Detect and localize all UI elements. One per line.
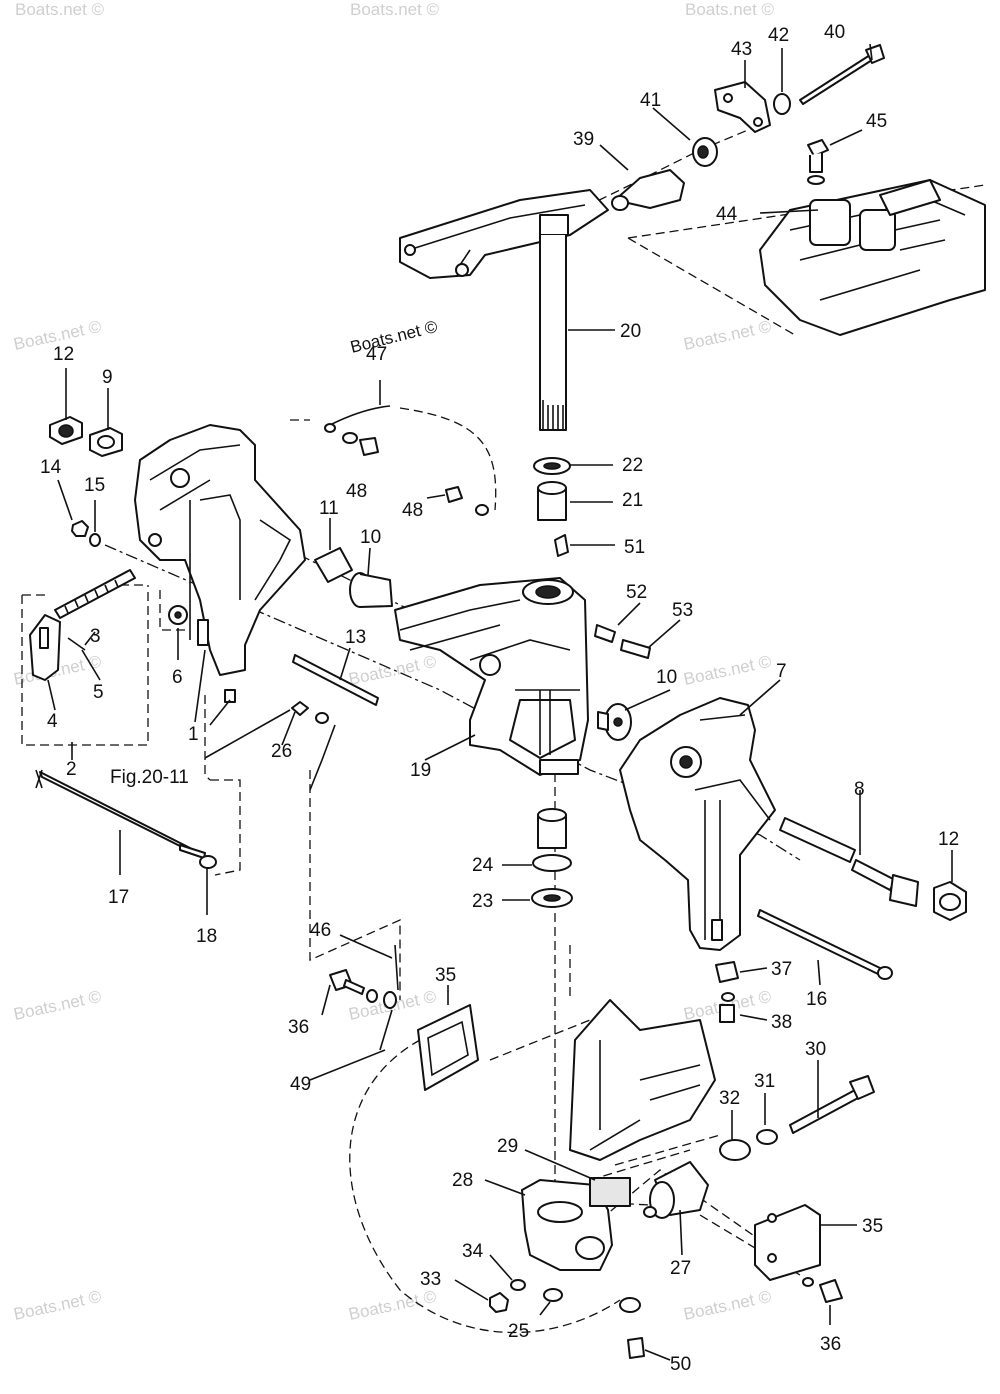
- part-label: 44: [716, 204, 738, 225]
- part-drawings: [21, 43, 986, 1361]
- part-label: 10: [360, 527, 381, 548]
- part-label: 30: [805, 1039, 826, 1060]
- part-label: 34: [462, 1241, 484, 1262]
- part-label: 19: [410, 760, 431, 781]
- part-label: 21: [622, 490, 643, 511]
- watermark: Boats.net ©: [347, 1287, 439, 1324]
- part-label: 40: [824, 22, 845, 43]
- part-label: 32: [719, 1088, 740, 1109]
- part-label: 26: [271, 741, 292, 762]
- part-label: 6: [172, 667, 183, 688]
- part-label: 7: [776, 661, 787, 682]
- watermark: Boats.net ©: [15, 0, 105, 19]
- part-label: 33: [420, 1269, 441, 1290]
- part-label: 37: [771, 959, 792, 980]
- part-label: 46: [310, 920, 331, 941]
- part-label: 5: [93, 682, 104, 703]
- watermark: Boats.net ©: [350, 0, 440, 19]
- part-label: 28: [452, 1170, 473, 1191]
- part-label: 31: [754, 1071, 775, 1092]
- part-label: 2: [66, 759, 77, 780]
- part-label: 51: [624, 537, 645, 558]
- watermark: Boats.net ©: [12, 1287, 104, 1324]
- part-label: 15: [84, 475, 105, 496]
- watermark: Boats.net ©: [682, 1287, 774, 1324]
- watermark: Boats.net ©: [682, 652, 774, 689]
- lower-mount-group: [329, 944, 875, 1359]
- part-label: 11: [319, 498, 339, 519]
- part-label: 18: [196, 926, 217, 947]
- part-label: 10: [656, 667, 677, 688]
- part-label: 36: [288, 1017, 309, 1038]
- part-label: 9: [102, 367, 113, 388]
- part-label: 50: [670, 1354, 691, 1375]
- part-label: 35: [435, 965, 456, 986]
- watermark: Boats.net ©: [685, 0, 775, 19]
- part-label: 52: [626, 582, 647, 603]
- part-label: 13: [345, 627, 366, 648]
- part-label: 17: [108, 887, 129, 908]
- upper-mount-group: [399, 44, 986, 431]
- left-bracket-group: [29, 405, 489, 869]
- part-label: 23: [472, 891, 493, 912]
- part-label: 43: [731, 39, 752, 60]
- watermark: Boats.net ©: [682, 317, 774, 354]
- part-callouts: 1 2 3 4 5 6 7 8 9 10 10 11 12 12 13 14 1…: [40, 22, 959, 1375]
- part-label: 53: [672, 600, 693, 621]
- part-label: 22: [622, 455, 643, 476]
- part-label: 47: [366, 344, 387, 365]
- swivel-bracket-group: [394, 457, 651, 908]
- part-label: 42: [768, 25, 789, 46]
- figure-reference: Fig.20-11: [110, 767, 189, 788]
- part-label: 38: [771, 1012, 792, 1033]
- part-label: 27: [670, 1258, 691, 1279]
- watermark: Boats.net ©: [12, 987, 104, 1024]
- part-label: 48: [402, 500, 423, 521]
- part-label: 14: [40, 457, 62, 478]
- part-label: 24: [472, 855, 494, 876]
- part-label: 12: [53, 344, 74, 365]
- part-label: 49: [290, 1074, 311, 1095]
- part-label: 48: [346, 481, 367, 502]
- part-label: 25: [508, 1321, 529, 1342]
- part-label: 39: [573, 129, 594, 150]
- part-label: 1: [188, 724, 199, 745]
- part-label: 35: [862, 1216, 883, 1237]
- leader-lines: [47, 43, 953, 1361]
- part-label: 20: [620, 321, 641, 342]
- part-label: 12: [938, 829, 959, 850]
- part-label: 8: [854, 779, 865, 800]
- part-label: 41: [640, 90, 661, 111]
- part-label: 29: [497, 1136, 518, 1157]
- copyright-text: Boats.net ©: [348, 317, 439, 357]
- part-label: 45: [866, 111, 887, 132]
- right-bracket-group: [619, 697, 967, 1023]
- part-label: 36: [820, 1334, 841, 1355]
- part-label: 4: [47, 711, 58, 732]
- part-label: 3: [90, 626, 101, 647]
- part-label: 16: [806, 989, 827, 1010]
